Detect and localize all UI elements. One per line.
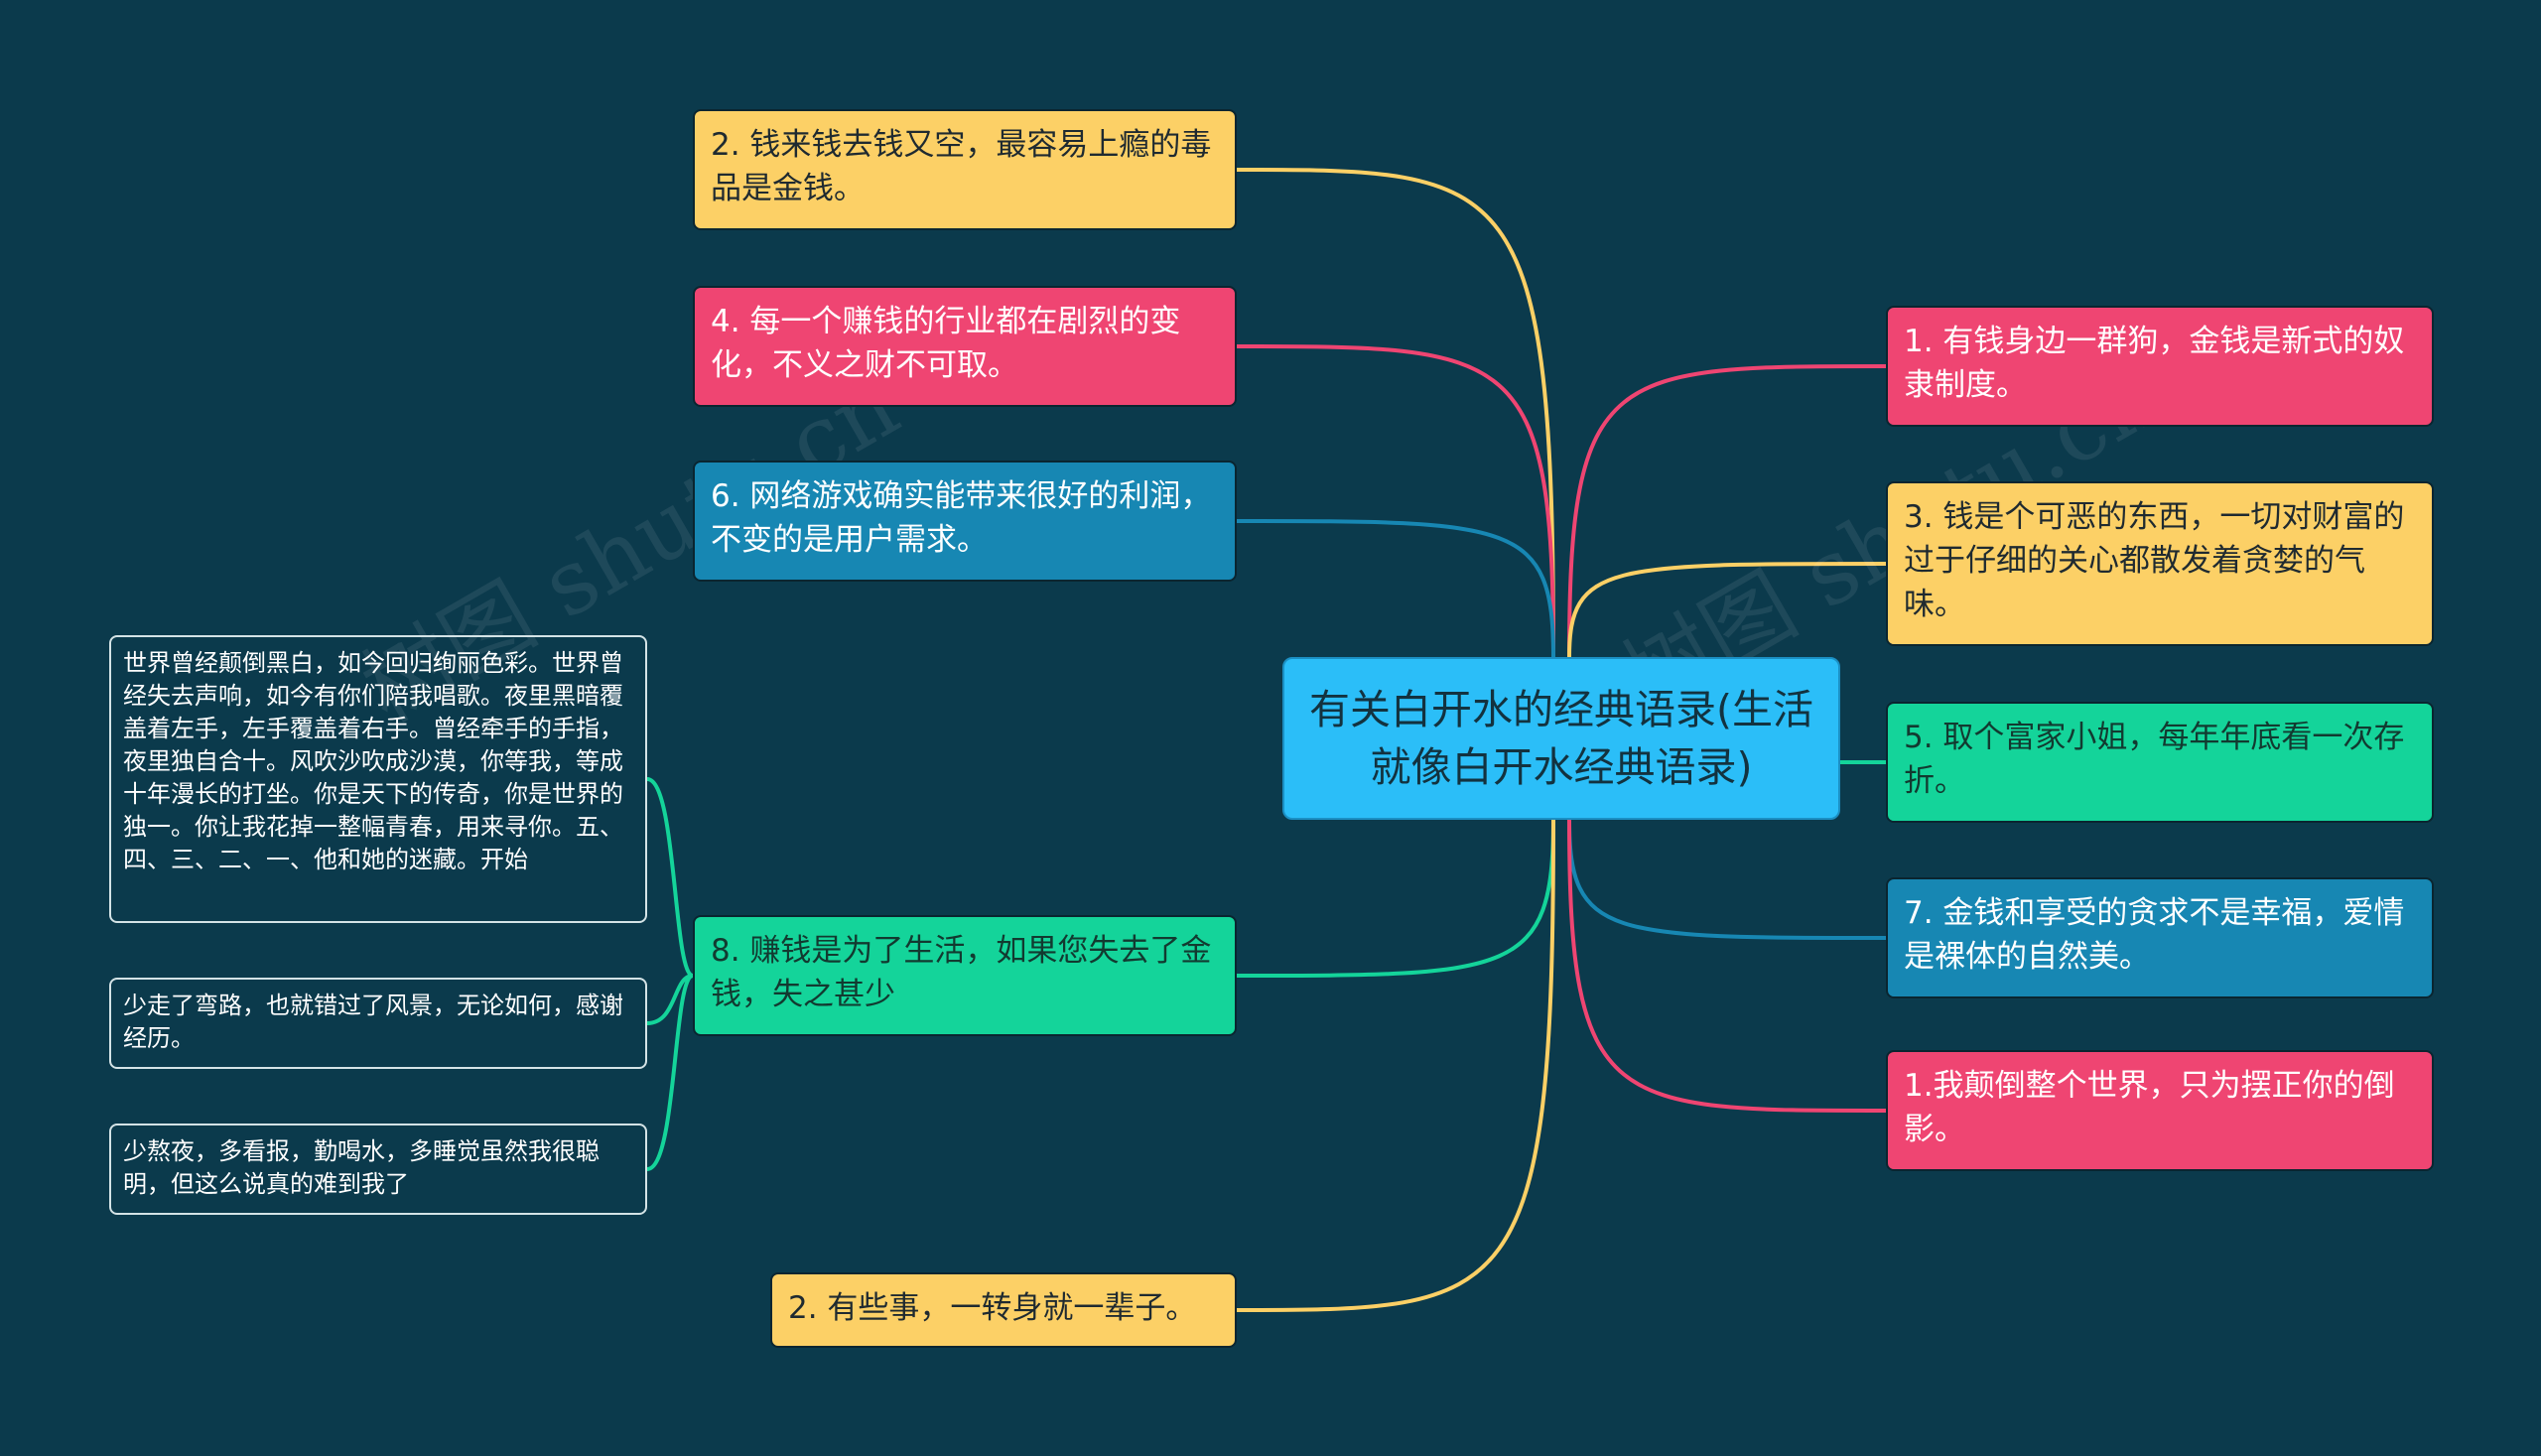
- branch-node-8-earn-money[interactable]: 8. 赚钱是为了生活，如果您失去了金钱，失之甚少: [693, 915, 1237, 1036]
- connector-n8: [1236, 819, 1555, 978]
- branch-node-label: 1. 有钱身边一群狗，金钱是新式的奴隶制度。: [1904, 324, 2405, 403]
- branch-node-6-online-games[interactable]: 6. 网络游戏确实能带来很好的利润，不变的是用户需求。: [693, 461, 1237, 582]
- connector-r1: [1567, 364, 1887, 658]
- branch-node-label: 6. 网络游戏确实能带来很好的利润，不变的是用户需求。: [711, 478, 1212, 558]
- leaf-node-label: 少走了弯路，也就错过了风景，无论如何，感谢经历。: [123, 992, 623, 1052]
- connector-r1b: [1567, 819, 1887, 1113]
- branch-node-7-happiness[interactable]: 7. 金钱和享受的贪求不是幸福，爱情是裸体的自然美。: [1886, 877, 2434, 998]
- leaf-node-detour-scenery[interactable]: 少走了弯路，也就错过了风景，无论如何，感谢经历。: [109, 978, 647, 1069]
- leaf-node-label: 少熬夜，多看报，勤喝水，多睡觉虽然我很聪明，但这么说真的难到我了: [123, 1137, 600, 1198]
- connector-r7: [1567, 819, 1887, 940]
- branch-node-2-money[interactable]: 2. 钱来钱去钱又空，最容易上瘾的毒品是金钱。: [693, 109, 1237, 230]
- connector-r3: [1567, 562, 1887, 658]
- branch-node-label: 8. 赚钱是为了生活，如果您失去了金钱，失之甚少: [711, 933, 1212, 1012]
- connector-n2: [1236, 168, 1555, 658]
- leaf-node-sleep-more[interactable]: 少熬夜，多看报，勤喝水，多睡觉虽然我很聪明，但这么说真的难到我了: [109, 1124, 647, 1215]
- branch-node-label: 2. 有些事，一转身就一辈子。: [788, 1290, 1197, 1326]
- leaf-node-label: 世界曾经颠倒黑白，如今回归绚丽色彩。世界曾经失去声响，如今有你们陪我唱歌。夜里黑…: [123, 649, 623, 873]
- branch-node-5-rich-lady[interactable]: 5. 取个富家小姐，每年年底看一次存折。: [1886, 702, 2434, 823]
- connector-n4: [1236, 344, 1555, 658]
- branch-node-label: 3. 钱是个可恶的东西，一切对财富的过于仔细的关心都散发着贪婪的气味。: [1904, 499, 2405, 622]
- connector-l3: [646, 974, 695, 1171]
- connector-l2: [646, 974, 694, 1025]
- branch-node-label: 1.我颠倒整个世界，只为摆正你的倒影。: [1904, 1068, 2395, 1147]
- connector-l1: [646, 777, 695, 978]
- branch-node-label: 2. 钱来钱去钱又空，最容易上瘾的毒品是金钱。: [711, 127, 1212, 206]
- central-topic-title: 有关白开水的经典语录(生活就像白开水经典语录): [1309, 686, 1813, 791]
- connector-n2b: [1236, 819, 1555, 1312]
- branch-node-1-dogs[interactable]: 1. 有钱身边一群狗，金钱是新式的奴隶制度。: [1886, 306, 2434, 427]
- branch-node-2-turn-around[interactable]: 2. 有些事，一转身就一辈子。: [770, 1272, 1237, 1348]
- branch-node-label: 4. 每一个赚钱的行业都在剧烈的变化，不义之财不可取。: [711, 304, 1181, 383]
- branch-node-1-reflection[interactable]: 1.我颠倒整个世界，只为摆正你的倒影。: [1886, 1050, 2434, 1171]
- branch-node-4-industry[interactable]: 4. 每一个赚钱的行业都在剧烈的变化，不义之财不可取。: [693, 286, 1237, 407]
- central-topic[interactable]: 有关白开水的经典语录(生活就像白开水经典语录): [1282, 657, 1840, 820]
- branch-node-3-money-evil[interactable]: 3. 钱是个可恶的东西，一切对财富的过于仔细的关心都散发着贪婪的气味。: [1886, 481, 2434, 646]
- leaf-node-world-upside-down[interactable]: 世界曾经颠倒黑白，如今回归绚丽色彩。世界曾经失去声响，如今有你们陪我唱歌。夜里黑…: [109, 635, 647, 923]
- connector-n6: [1236, 519, 1555, 658]
- branch-node-label: 5. 取个富家小姐，每年年底看一次存折。: [1904, 720, 2405, 799]
- branch-node-label: 7. 金钱和享受的贪求不是幸福，爱情是裸体的自然美。: [1904, 895, 2405, 975]
